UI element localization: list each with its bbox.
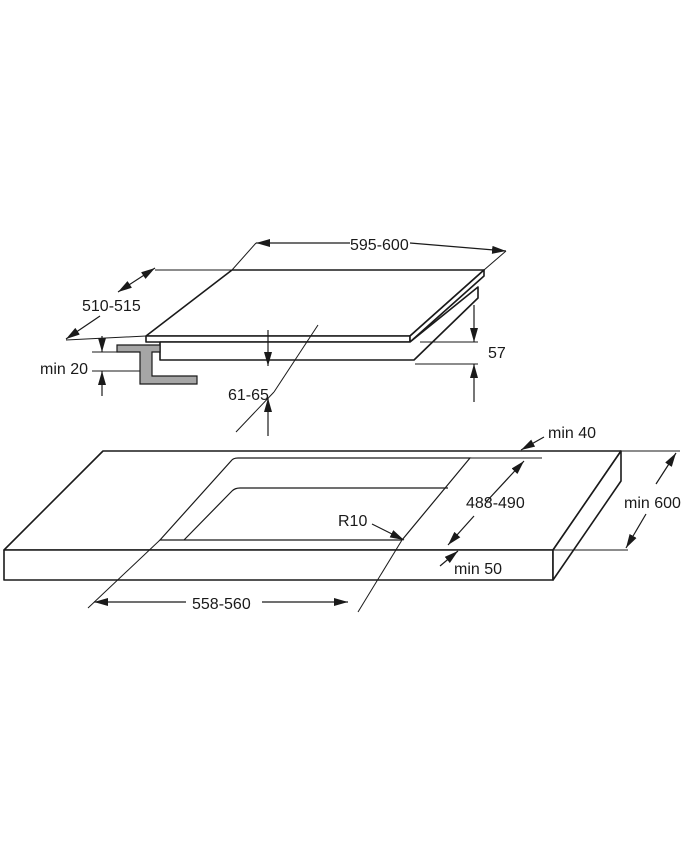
worktop-drawing xyxy=(3,450,622,581)
worktop-cutout-inner xyxy=(183,487,448,541)
dim-worktop-thickness: 61-65 xyxy=(228,387,269,404)
dim-worktop-depth: min 600 xyxy=(624,495,681,512)
dim-corner-radius: R10 xyxy=(338,513,367,530)
dim-hob-height: 57 xyxy=(488,345,506,362)
dim-front-clearance: min 50 xyxy=(454,561,502,578)
dim-hob-width: 595-600 xyxy=(350,237,409,254)
worktop-cutout-outer xyxy=(158,457,472,541)
dim-bracket-clearance: min 20 xyxy=(40,361,88,378)
worktop-dimensions: min 40 488-490 min 600 R10 min 50 558-56… xyxy=(87,425,681,613)
dim-cutout-depth: 488-490 xyxy=(466,495,525,512)
hob-front-edge xyxy=(145,335,411,343)
dim-rear-clearance: min 40 xyxy=(548,425,596,442)
mounting-bracket xyxy=(116,344,198,385)
dim-cutout-width: 558-560 xyxy=(192,596,251,613)
hob-drawing xyxy=(116,269,485,385)
hob-right-edge xyxy=(409,269,485,343)
dim-hob-depth: 510-515 xyxy=(82,298,141,315)
worktop-right-face xyxy=(552,450,622,581)
hob-body xyxy=(159,286,479,361)
worktop-top xyxy=(3,450,622,551)
hob-dimensions: 595-600 510-515 57 min 20 61-65 xyxy=(40,237,507,436)
